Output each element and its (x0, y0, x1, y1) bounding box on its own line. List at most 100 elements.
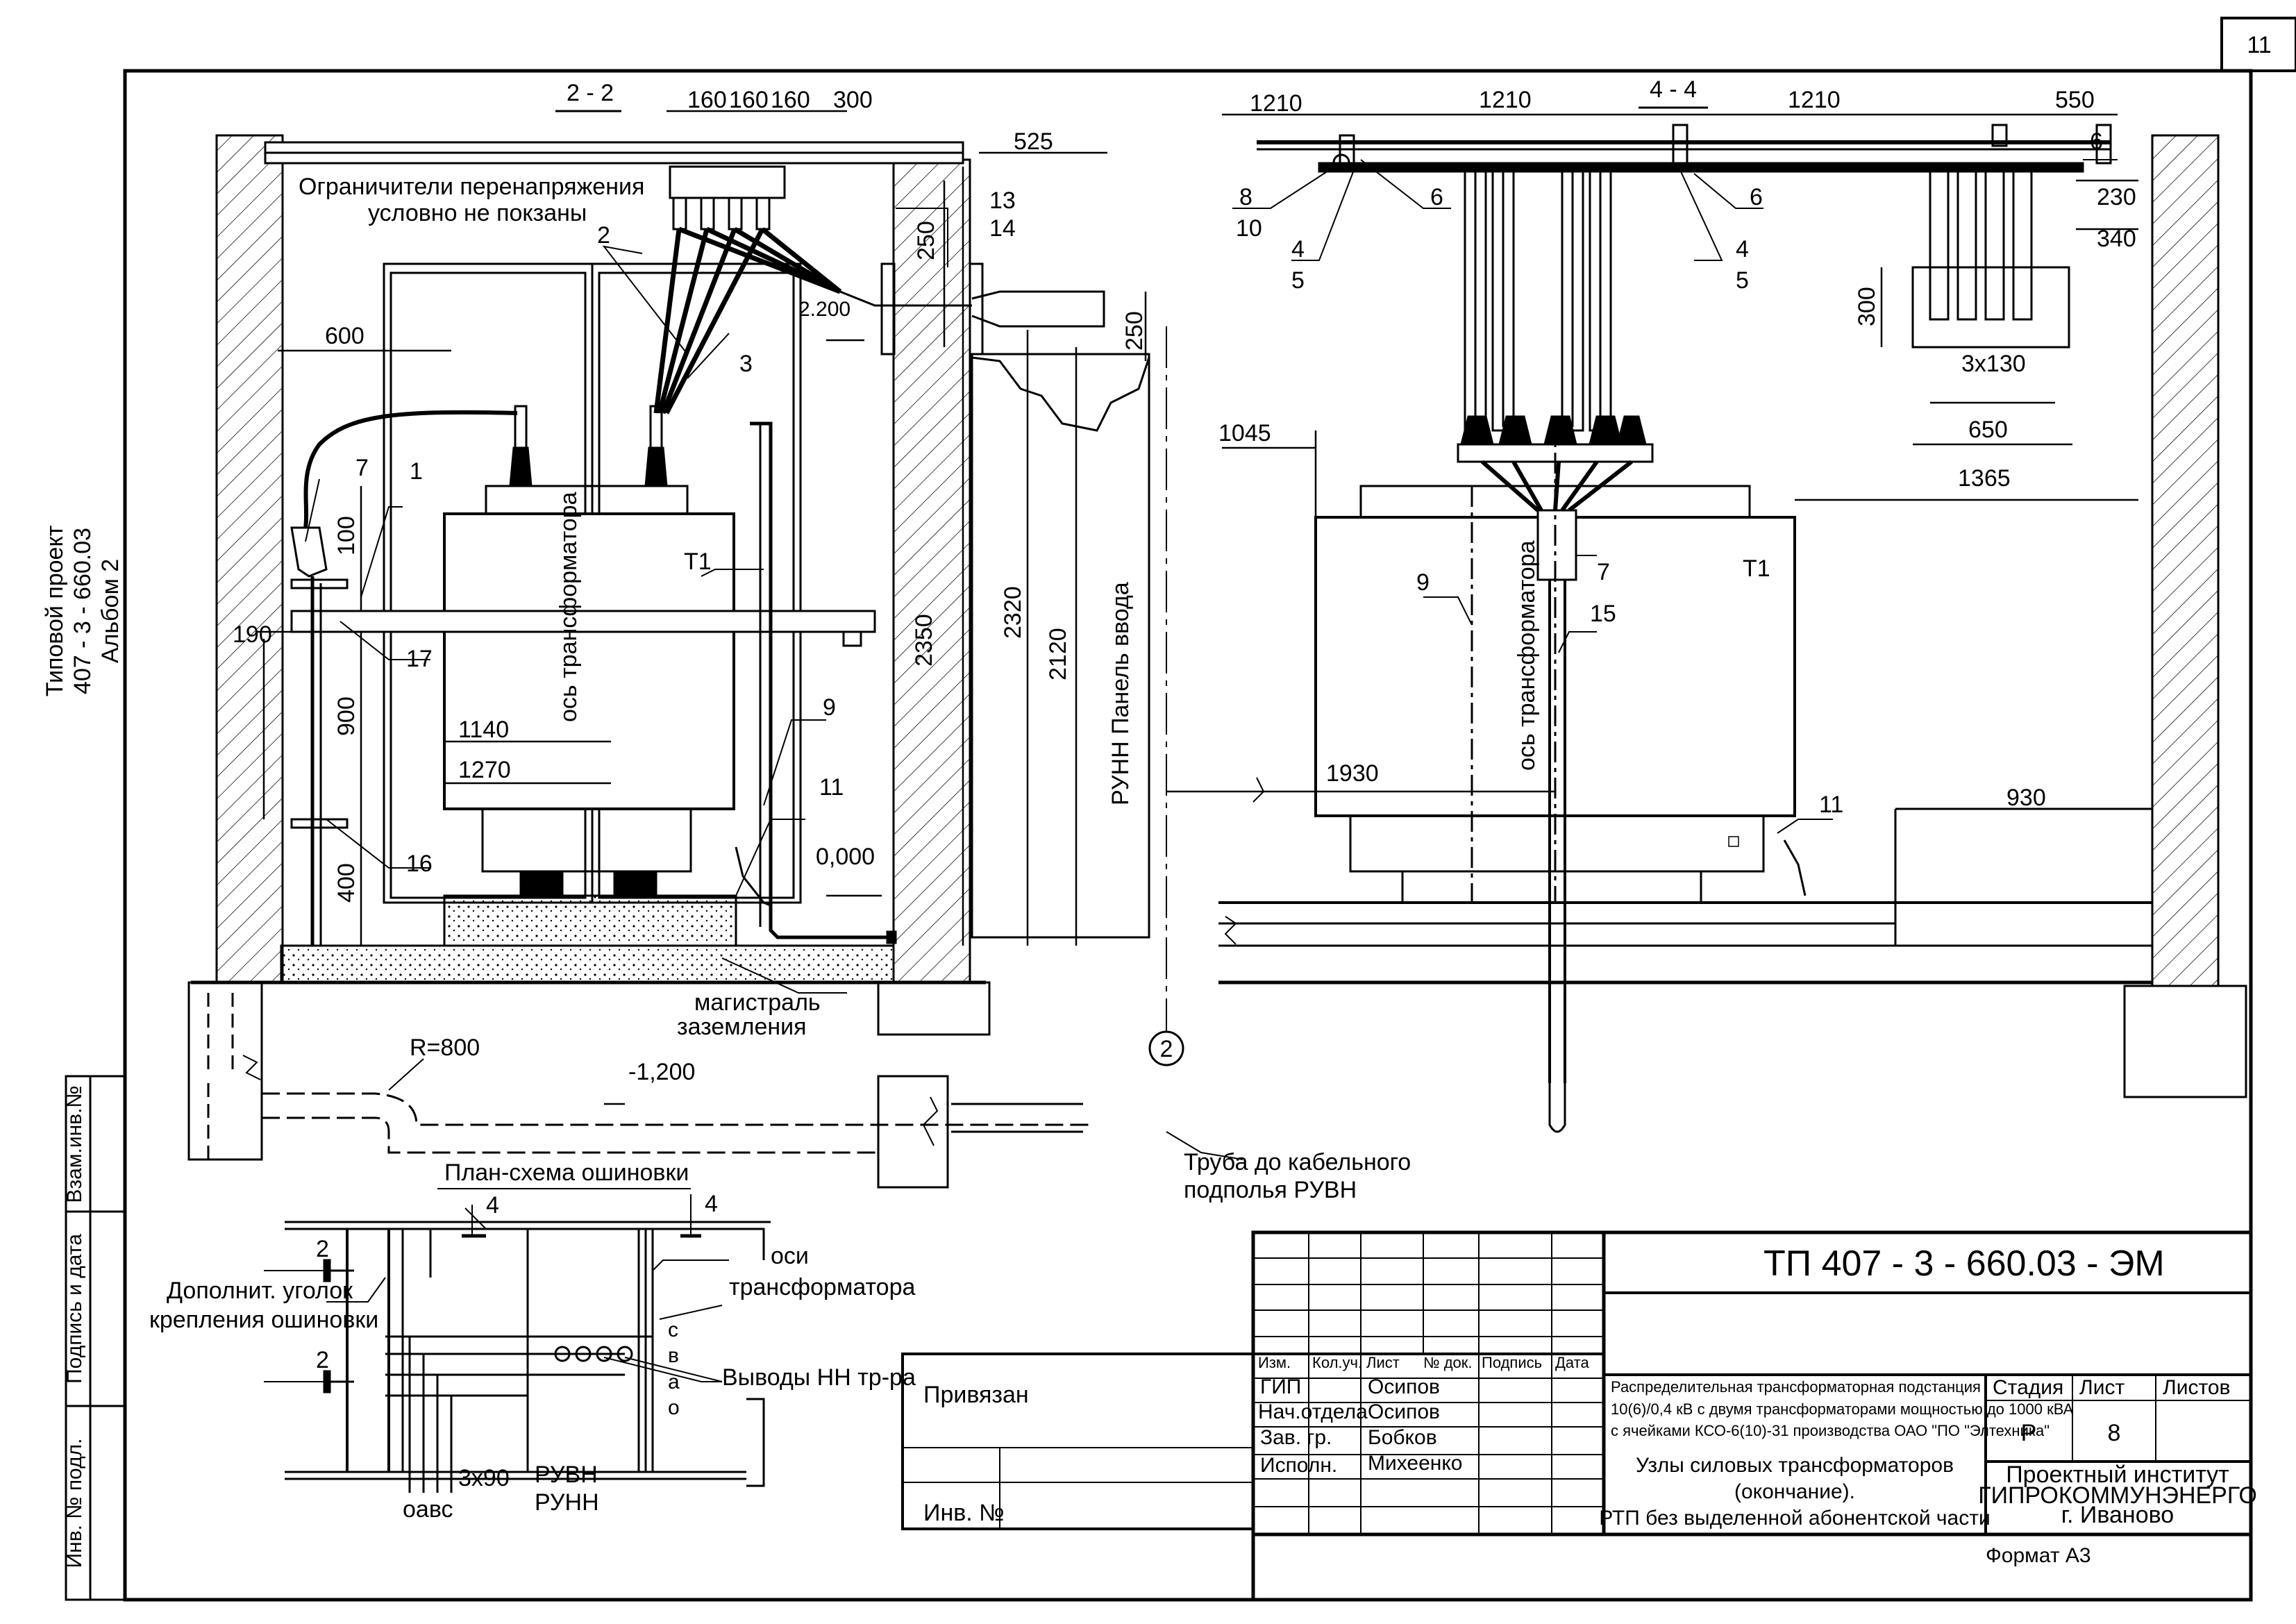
hdr-koluch: Кол.уч. (1312, 1354, 1362, 1371)
axis-marker: 2 (1160, 1036, 1173, 1062)
dim-650: 650 (1968, 417, 2008, 443)
role-head: Нач.отдела (1258, 1400, 1368, 1423)
phase-c: с (668, 1319, 678, 1341)
dim-1210-b: 1210 (1479, 87, 1532, 113)
callout-7: 7 (355, 455, 369, 481)
level-bottom: -1,200 (628, 1059, 695, 1085)
inv-no-label: Инв. № (923, 1500, 1005, 1526)
transformer-axis-right: ось трансформатора (1514, 540, 1540, 771)
section-label-4-4: 4 - 4 (1650, 76, 1697, 103)
busbar-plan-title: План-схема ошиновки (444, 1160, 689, 1186)
axes-note-line1: оси (771, 1243, 809, 1269)
strip-replace-inv: Взам.инв.№ (63, 1085, 86, 1203)
sheets-header: Листов (2163, 1376, 2230, 1399)
hdr-signature: Подпись (1482, 1354, 1542, 1371)
role-executor: Исполн. (1260, 1454, 1337, 1477)
dim-550: 550 (2055, 87, 2095, 113)
org-line3: г. Иваново (2061, 1502, 2174, 1528)
busbar-size: 3х90 (458, 1465, 510, 1491)
sheet-value: 8 (2108, 1420, 2121, 1446)
extra-angle-line2: крепления ошиновки (149, 1307, 378, 1333)
stage-header: Стадия (1993, 1376, 2063, 1399)
callout-6-mid: 6 (1750, 184, 1763, 210)
callout-15: 15 (1590, 601, 1616, 627)
dim-2320: 2320 (1000, 586, 1026, 639)
callout-3: 3 (739, 351, 753, 377)
phase-b: в (668, 1344, 679, 1367)
stage-value: Р (2021, 1420, 2037, 1446)
busbar-cut-marker-a: 4 (486, 1192, 499, 1219)
right-dimensions (1166, 113, 2145, 810)
dim-100: 100 (333, 516, 360, 555)
phase-o: о (668, 1396, 680, 1419)
strip-signature-date: Подпись и дата (63, 1234, 86, 1384)
dim-160-b: 160 (729, 87, 769, 113)
dim-250-vertical: 250 (913, 221, 939, 260)
name-gip: Осипов (1368, 1375, 1440, 1398)
project-title-line3: с ячейками КСО-6(10)-31 производства ОАО… (1611, 1422, 2050, 1439)
dim-1045: 1045 (1218, 420, 1271, 446)
section-2-2-view (187, 134, 1150, 1189)
callout-1: 1 (410, 458, 423, 485)
dim-525: 525 (1014, 128, 1053, 155)
callout-6-left: 6 (1430, 184, 1443, 210)
transformer-axis-left: ось трансформатора (555, 492, 582, 722)
role-gip: ГИП (1260, 1375, 1301, 1398)
dim-1210-a: 1210 (1250, 90, 1302, 117)
callout-14: 14 (989, 215, 1016, 242)
dim-2120: 2120 (1045, 628, 1071, 680)
dim-2350: 2350 (911, 614, 937, 667)
name-head: Осипов (1368, 1400, 1440, 1423)
dim-3x130: 3х130 (1961, 351, 2026, 377)
side-stamp-line2: 407 - 3 - 660.03 (69, 528, 96, 694)
ground-bus-line2: заземления (677, 1014, 807, 1040)
sheet-frame (123, 17, 2296, 1602)
surge-note-line2: условно не покзаны (368, 200, 587, 226)
dim-250-right: 250 (1121, 311, 1148, 351)
format-label: Формат А3 (1986, 1544, 2091, 1567)
side-stamp: Типовой проект 407 - 3 - 660.03 Альбом 2 (42, 526, 124, 697)
section-label-2-2: 2 - 2 (567, 80, 614, 106)
dim-1930: 1930 (1326, 760, 1379, 787)
dim-230: 230 (2097, 184, 2136, 210)
strip-inv-original: Инв. № подл. (63, 1439, 86, 1568)
extra-angle-line1: Дополнит. уголок (167, 1278, 353, 1304)
callout-17: 17 (406, 646, 433, 672)
busbar-plan (264, 1194, 771, 1493)
callout-2: 2 (597, 222, 610, 249)
title-block (901, 1230, 2253, 1602)
panel-label: РУНН Панель ввода (1107, 582, 1134, 805)
sheet-number: 11 (2247, 32, 2271, 58)
bottom-phases: оавс (403, 1496, 453, 1523)
dim-1270: 1270 (458, 757, 511, 783)
dim-930: 930 (2006, 785, 2046, 811)
right-leaders (1232, 159, 2118, 834)
dim-160-c: 160 (771, 87, 810, 113)
callout-11: 11 (819, 774, 844, 801)
dim-160-a: 160 (687, 87, 727, 113)
dim-900: 900 (333, 696, 360, 736)
dim-1365: 1365 (1958, 465, 2011, 492)
ground-bus-line1: магистраль (694, 989, 821, 1016)
hdr-date: Дата (1555, 1354, 1589, 1371)
hdr-izm: Изм. (1258, 1354, 1291, 1371)
busbar-side-marker-a: 2 (316, 1236, 329, 1262)
transformer-tag-right: Т1 (1743, 555, 1770, 582)
linked-label: Привязан (923, 1382, 1029, 1408)
phase-a: а (668, 1371, 680, 1393)
radius-label: R=800 (410, 1035, 480, 1061)
busbar-side-marker-b: 2 (316, 1347, 329, 1373)
callout-4-right: 4 (1736, 236, 1749, 262)
callout-5-right: 5 (1736, 267, 1749, 294)
callout-9-right: 9 (1416, 569, 1430, 596)
pipe-note-line1: Труба до кабельного (1184, 1149, 1411, 1175)
dim-190: 190 (233, 621, 272, 648)
dim-600: 600 (325, 323, 364, 349)
hdr-list: Лист (1366, 1354, 1400, 1371)
sheet-title-line2: (окончание). (1734, 1480, 1855, 1503)
lv-outputs-note: Выводы НН тр-ра (722, 1364, 916, 1391)
axes-note-line2: трансформатора (729, 1274, 916, 1300)
side-stamp-line3: Альбом 2 (97, 559, 124, 663)
callout-6-right: 6 (2090, 128, 2103, 155)
